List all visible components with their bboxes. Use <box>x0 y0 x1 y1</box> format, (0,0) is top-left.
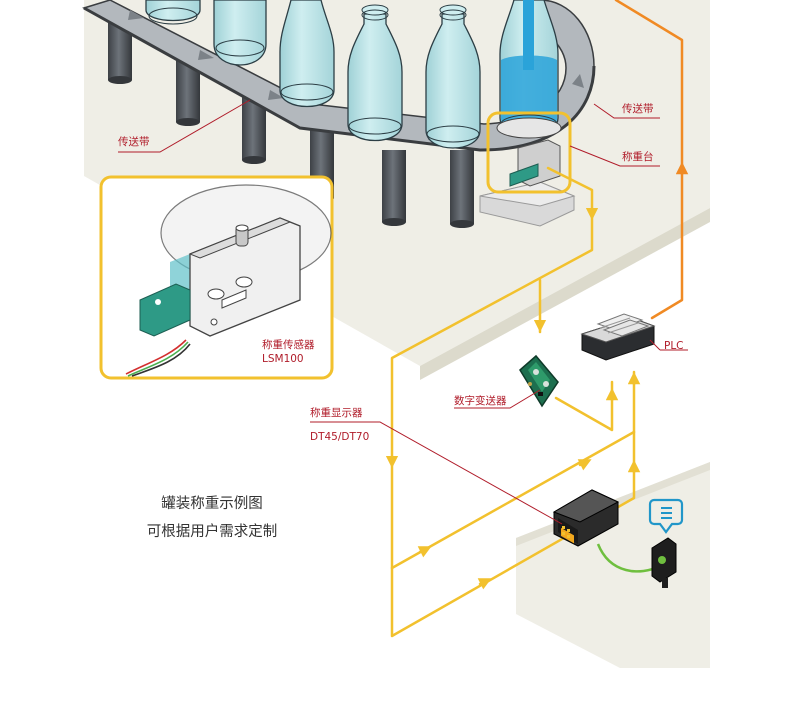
caption-subtitle: 可根据用户需求定制 <box>147 523 278 540</box>
label-weighing-platform: 称重台 <box>622 150 654 163</box>
label-plc: PLC <box>664 340 684 352</box>
bottle-icon <box>347 4 403 142</box>
label-sensor-name: 称重传感器 <box>262 338 315 351</box>
bottle-icon <box>279 0 335 108</box>
transmitter-board-icon <box>519 354 559 408</box>
label-conveyor-left: 传送带 <box>118 135 150 148</box>
plc-icon <box>580 313 656 361</box>
label-transmitter: 数字变送器 <box>454 394 507 407</box>
signal-wires <box>385 0 689 638</box>
chat-bubble-icon <box>648 498 684 534</box>
label-sensor-model: LSM100 <box>262 353 304 365</box>
sensor-inset <box>99 175 334 380</box>
weighing-platform <box>479 111 576 227</box>
bottle-icon <box>213 0 267 66</box>
display-indicator-icon <box>552 489 620 547</box>
bottle-icon <box>425 4 481 149</box>
power-plug-icon <box>596 537 677 588</box>
caption-title: 罐装称重示例图 <box>161 495 263 512</box>
leader-lines <box>118 99 688 525</box>
load-cell-icon <box>125 184 332 377</box>
label-display-name: 称重显示器 <box>310 406 363 419</box>
bottle-icon <box>145 0 201 25</box>
label-display-model: DT45/DT70 <box>310 431 369 443</box>
label-conveyor-right: 传送带 <box>622 102 654 115</box>
